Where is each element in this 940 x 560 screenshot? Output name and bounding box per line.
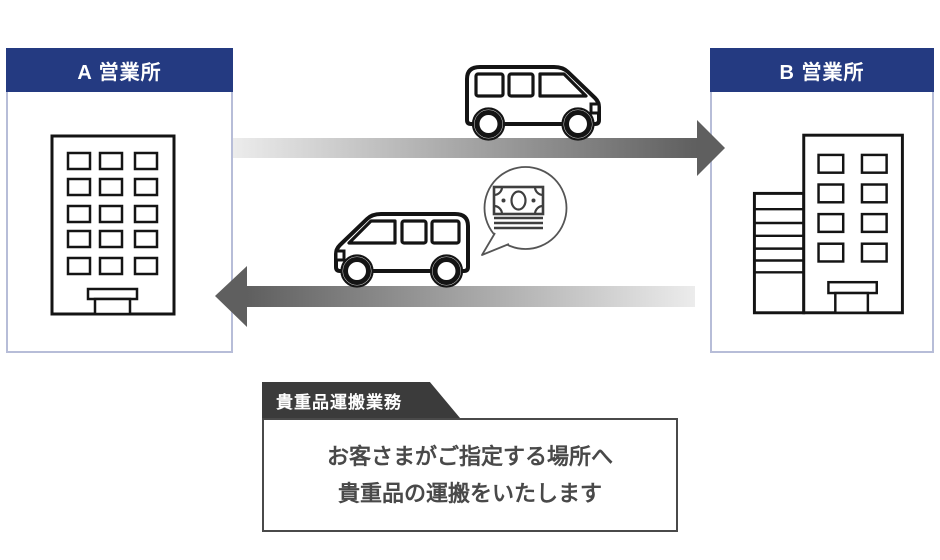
- service-badge: 貴重品運搬業務: [262, 382, 460, 418]
- office-a-header: A 営業所: [6, 48, 233, 92]
- office-b-header: B 営業所: [710, 48, 934, 92]
- office-a-panel: A 営業所: [6, 48, 233, 353]
- banknote-icon: [492, 185, 545, 230]
- office-b-label: B 営業所: [779, 61, 865, 84]
- office-a-body: [8, 94, 231, 351]
- arrow-left-icon: [215, 266, 695, 327]
- building-a-icon: [50, 134, 176, 316]
- description-line-1: お客さまがご指定する場所へ: [326, 443, 613, 469]
- van-outbound-icon: [465, 65, 601, 141]
- arrow-right-icon: [233, 120, 725, 176]
- description-box: お客さまがご指定する場所へ 貴重品の運搬をいたします: [262, 418, 678, 532]
- van-return-icon: [334, 212, 470, 288]
- office-a-label: A 営業所: [77, 61, 162, 84]
- speech-bubble: [481, 166, 568, 256]
- service-badge-label: 貴重品運搬業務: [276, 392, 402, 412]
- office-b-panel: B 営業所: [710, 48, 934, 353]
- office-b-body: [712, 94, 932, 351]
- description-line-2: 貴重品の運搬をいたします: [337, 480, 602, 506]
- building-b-icon: [752, 133, 904, 315]
